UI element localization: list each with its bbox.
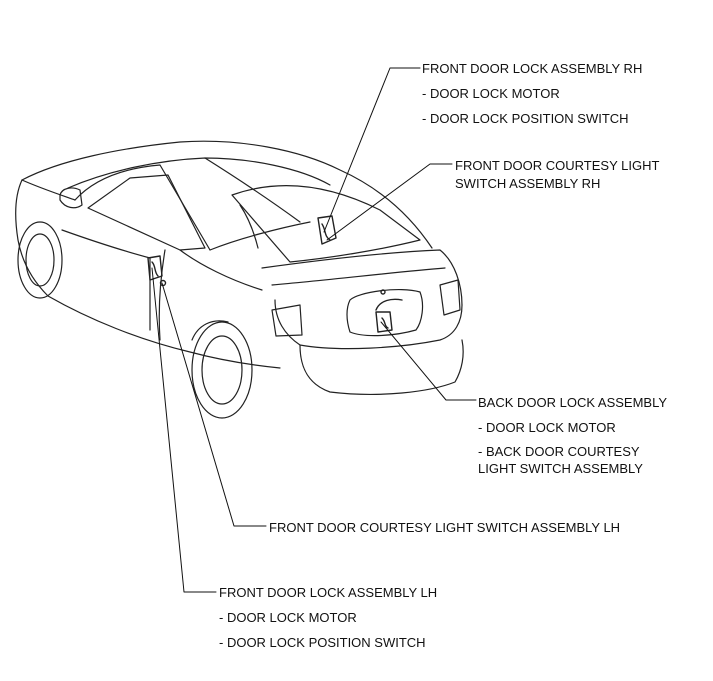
car-body [15, 140, 464, 395]
courtesy-rh-line-1: FRONT DOOR COURTESY LIGHT [455, 158, 660, 173]
front-lock-lh-item-1: - DOOR LOCK MOTOR [219, 610, 357, 625]
front-lock-rh-item-2: - DOOR LOCK POSITION SWITCH [422, 111, 629, 126]
back-door-item-2: - BACK DOOR COURTESY [478, 444, 640, 459]
front-wheel [17, 221, 63, 299]
courtesy-lh-title: FRONT DOOR COURTESY LIGHT SWITCH ASSEMBL… [269, 520, 621, 535]
back-door-item-1: - DOOR LOCK MOTOR [478, 420, 616, 435]
front-lock-rh-title: FRONT DOOR LOCK ASSEMBLY RH [422, 61, 643, 76]
back-door-lock-component [375, 289, 403, 333]
front-lock-rh-item-1: - DOOR LOCK MOTOR [422, 86, 560, 101]
front-lock-lh-item-2: - DOOR LOCK POSITION SWITCH [219, 635, 426, 650]
back-door-item-3: LIGHT SWITCH ASSEMBLY [478, 461, 643, 476]
back-door-title: BACK DOOR LOCK ASSEMBLY [478, 395, 668, 410]
front-lock-lh-title: FRONT DOOR LOCK ASSEMBLY LH [219, 585, 438, 600]
rear-wheel [191, 320, 253, 419]
leader-lines [151, 67, 477, 593]
side-mirror [59, 187, 83, 209]
courtesy-rh-line-2: SWITCH ASSEMBLY RH [455, 176, 601, 191]
